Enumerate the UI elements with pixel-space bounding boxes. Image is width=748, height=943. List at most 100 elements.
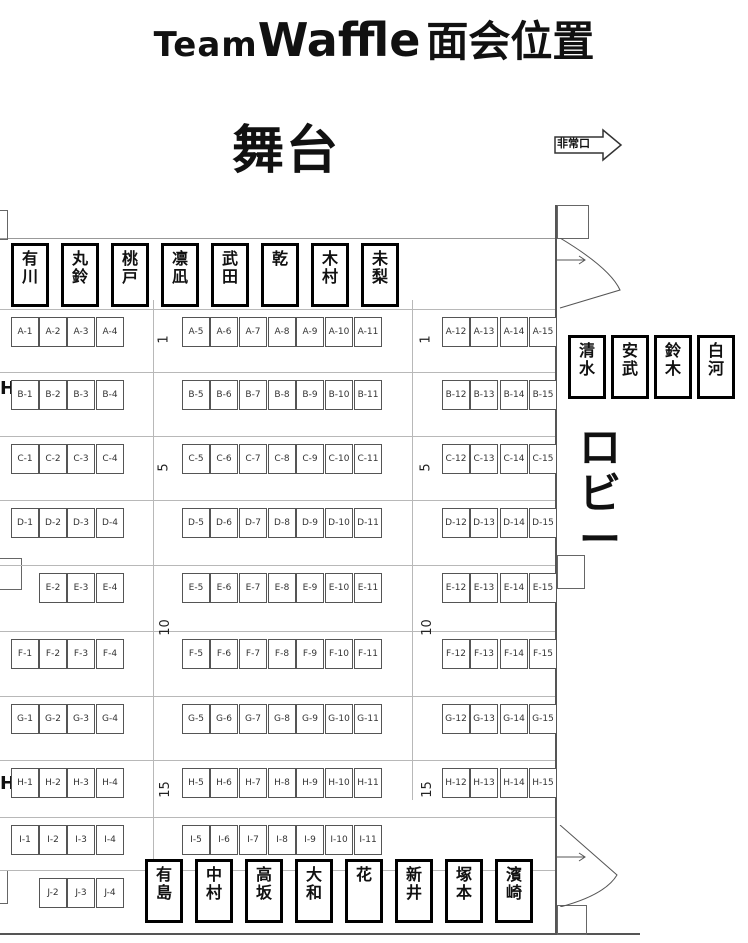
seat: I-11 [354,825,382,855]
seat: E-5 [182,573,210,603]
seat: F-4 [96,639,124,669]
seat: F-9 [296,639,324,669]
seat: F-10 [325,639,353,669]
seat: H-1 [11,768,39,798]
name-tag-char: 乾 [271,249,288,268]
top-name-tag: 丸鈴 [61,243,99,307]
seat: F-2 [39,639,67,669]
seat: D-4 [96,508,124,538]
seat: H-11 [354,768,382,798]
top-name-tag: 未梨 [361,243,399,307]
row-guide-line [0,631,555,632]
name-tag-char: 戸 [121,267,138,286]
seat: E-14 [500,573,528,603]
seat: J-3 [67,878,95,908]
room-top-line [0,238,555,239]
pillar-left-middle [0,558,22,590]
seat: F-5 [182,639,210,669]
seat: F-12 [442,639,470,669]
seat: H-6 [210,768,238,798]
seat: I-1 [11,825,39,855]
row-guide-line [0,760,555,761]
seat: D-7 [239,508,267,538]
row-guide-line [0,372,555,373]
seat: C-15 [529,444,557,474]
row-guide-line [0,696,555,697]
right-name-tag: 鈴木 [654,335,692,399]
seat: C-10 [325,444,353,474]
name-tag-char: 花 [355,865,372,884]
name-tag-char: 鈴 [71,267,88,286]
seat: A-7 [239,317,267,347]
seat: A-6 [210,317,238,347]
seat: A-15 [529,317,557,347]
seat: B-10 [325,380,353,410]
name-tag-char: 川 [21,267,38,286]
seat: D-15 [529,508,557,538]
seat: G-2 [39,704,67,734]
seat: G-10 [325,704,353,734]
name-tag-char: 丸 [71,249,88,268]
pillar-top [557,205,589,239]
seat: D-3 [67,508,95,538]
seat: A-9 [296,317,324,347]
seat: A-2 [39,317,67,347]
seat: H-5 [182,768,210,798]
seat: C-7 [239,444,267,474]
bottom-name-tag: 新井 [395,859,433,923]
seat: G-14 [500,704,528,734]
room-right-wall [555,205,557,933]
title-meeting-positions: 面会位置 [426,17,595,66]
row-number-1-center: 1 [156,335,172,344]
seat: F-13 [470,639,498,669]
seat: D-2 [39,508,67,538]
seat: A-5 [182,317,210,347]
seat: F-8 [268,639,296,669]
seat: C-2 [39,444,67,474]
seat: C-14 [500,444,528,474]
seat: B-6 [210,380,238,410]
name-tag-char: 坂 [255,883,272,902]
name-tag-char: 梨 [371,267,388,286]
seat: C-13 [470,444,498,474]
name-tag-char: 木 [321,249,338,268]
seat: I-9 [296,825,324,855]
name-tag-char: 田 [221,267,238,286]
seat: C-4 [96,444,124,474]
seat: G-1 [11,704,39,734]
name-tag-char: 中 [205,865,222,884]
seat: J-2 [39,878,67,908]
name-tag-char: 新 [405,865,422,884]
name-tag-char: 濱 [505,865,522,884]
name-tag-char: 有 [155,865,172,884]
seat: E-13 [470,573,498,603]
seat: E-12 [442,573,470,603]
seat: G-4 [96,704,124,734]
seat: D-13 [470,508,498,538]
seat: G-7 [239,704,267,734]
bottom-name-tag: 中村 [195,859,233,923]
top-name-tag: 有川 [11,243,49,307]
name-tag-char: 安 [621,341,638,360]
seat: B-15 [529,380,557,410]
name-tag-char: 大 [305,865,322,884]
seat: A-4 [96,317,124,347]
seat: D-1 [11,508,39,538]
row-guide-line [0,565,555,566]
seat: J-4 [96,878,124,908]
row-number-15-right: 15 [419,781,435,798]
right-name-tag: 白河 [697,335,735,399]
row-guide-line [0,817,555,818]
bottom-name-tag: 塚本 [445,859,483,923]
pillar-middle [557,555,585,589]
name-tag-char: 清 [578,341,595,360]
seat: E-2 [39,573,67,603]
bottom-name-tag: 高坂 [245,859,283,923]
seat: B-8 [268,380,296,410]
seat: B-13 [470,380,498,410]
seat: B-7 [239,380,267,410]
seat: E-6 [210,573,238,603]
seat: G-9 [296,704,324,734]
title-waffle: Waffle [257,13,421,67]
aisle-line-center [153,300,154,860]
